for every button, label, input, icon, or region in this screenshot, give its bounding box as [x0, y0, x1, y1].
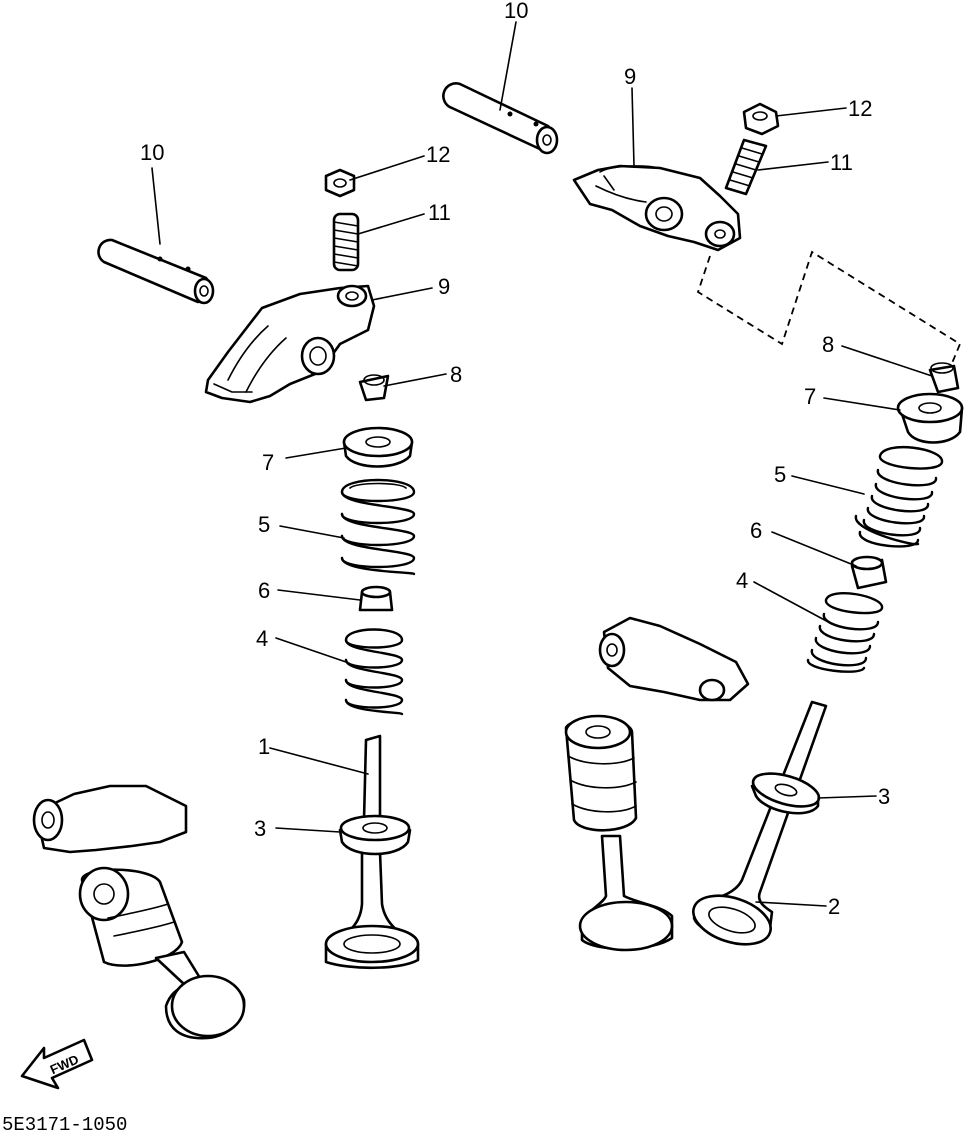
- callout-left-retainer: 7: [262, 450, 274, 475]
- callout-right-nut: 12: [848, 96, 872, 121]
- left-valve-stem-seal: [358, 585, 394, 612]
- left-spring-seat: [338, 814, 412, 856]
- right-spring-retainer: [896, 392, 964, 444]
- callout-right-cotter: 8: [822, 332, 834, 357]
- right-outer-valve-spring: [854, 445, 944, 548]
- left-locknut: [324, 168, 356, 198]
- callout-left-nut: 12: [426, 142, 450, 167]
- left-assembled-valve-group: [32, 784, 246, 1040]
- right-locknut: [742, 102, 780, 136]
- callout-right-inner-spring: 4: [736, 568, 748, 593]
- callout-left-screw: 11: [428, 200, 451, 225]
- callout-right-screw: 11: [830, 150, 853, 175]
- callout-labels: 10 12 11 9 8 7 5 6 4 1 3 10 9 12 11 8 7 …: [140, 0, 890, 919]
- exhaust-valve: [692, 700, 828, 946]
- right-rocker-shaft: [442, 82, 559, 155]
- left-rocker-arm: [204, 284, 376, 404]
- callout-left-rocker-arm: 9: [438, 274, 450, 299]
- callout-left-spring-seat: 3: [254, 816, 266, 841]
- left-valve-cotter: [358, 374, 390, 402]
- right-valve-stem-seal: [850, 555, 888, 590]
- callout-left-cotter: 8: [450, 362, 462, 387]
- callout-right-shaft: 10: [504, 0, 528, 23]
- left-spring-retainer: [342, 426, 414, 468]
- left-outer-valve-spring: [340, 478, 416, 576]
- right-assembled-valve-group: [564, 616, 750, 952]
- callout-intake-valve: 1: [258, 734, 270, 759]
- callout-left-shaft: 10: [140, 140, 164, 165]
- right-valve-cotter: [928, 362, 960, 394]
- callout-right-rocker-arm: 9: [624, 64, 636, 89]
- front-direction-arrow-icon: FWD: [20, 1038, 94, 1090]
- callout-right-spring-seat: 3: [878, 784, 890, 809]
- assembly-indicator-lines: [696, 250, 962, 369]
- right-inner-valve-spring: [806, 592, 884, 673]
- callout-right-outer-spring: 5: [774, 462, 786, 487]
- right-rocker-arm: [572, 164, 742, 252]
- leader-lines: [151, 21, 933, 907]
- left-rocker-shaft: [97, 238, 215, 305]
- left-inner-valve-spring: [344, 628, 404, 716]
- callout-left-inner-spring: 4: [256, 626, 268, 651]
- callout-right-retainer: 7: [804, 384, 816, 409]
- callout-left-outer-spring: 5: [258, 512, 270, 537]
- right-adjusting-screw: [724, 138, 768, 196]
- left-adjusting-screw: [332, 212, 360, 272]
- callout-right-stem-seal: 6: [750, 518, 762, 543]
- callout-left-stem-seal: 6: [258, 578, 270, 603]
- right-spring-seat: [750, 772, 821, 815]
- drawing-code: 5E3171-1050: [2, 1114, 127, 1133]
- callout-exhaust-valve: 2: [828, 894, 840, 919]
- intake-valve: [324, 734, 420, 970]
